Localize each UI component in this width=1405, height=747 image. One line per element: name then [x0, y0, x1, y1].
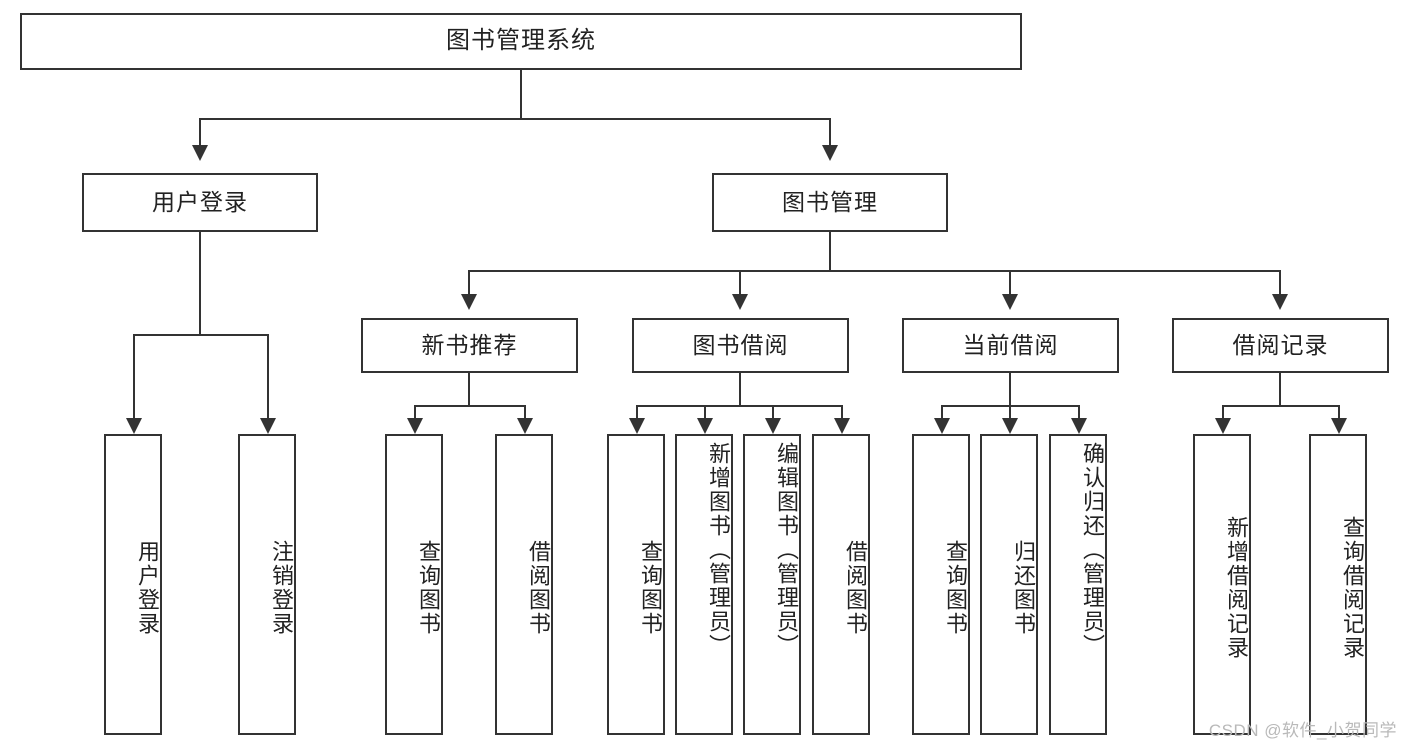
- edge-bb-to-leaf-4: [841, 405, 843, 421]
- node-current-borrow[interactable]: 当前借阅: [902, 318, 1119, 373]
- node-leaf-query-book-recommend[interactable]: 查询图书: [385, 434, 443, 735]
- node-label: 借阅记录: [1232, 331, 1329, 358]
- edge-cb-to-leaf-3: [1078, 405, 1080, 421]
- edge-nbr-to-leaf-1: [414, 405, 416, 421]
- arrow-user-login-to-leaf-2: [260, 418, 276, 434]
- node-label: 图书管理: [782, 188, 878, 215]
- node-book-borrow[interactable]: 图书借阅: [632, 318, 849, 373]
- edge-nbr-to-leaf-2: [524, 405, 526, 421]
- node-label: 新增图书（管理员）: [706, 442, 731, 658]
- arrow-nbr-to-leaf-1: [407, 418, 423, 434]
- node-leaf-edit-book[interactable]: 编辑图书（管理员）: [743, 434, 801, 735]
- node-label: 新书推荐: [421, 331, 518, 358]
- arrow-bm-to-borrow-record: [1272, 294, 1288, 310]
- edge-bb-bar: [636, 405, 842, 407]
- node-label: 注销登录: [269, 539, 294, 636]
- node-leaf-borrow-book[interactable]: 借阅图书: [812, 434, 870, 735]
- edge-user-login-to-leaf-1: [133, 334, 135, 420]
- edge-cb-to-leaf-2: [1009, 405, 1011, 421]
- edge-root-bar: [199, 118, 831, 120]
- arrow-cb-to-leaf-2: [1002, 418, 1018, 434]
- edge-bb-to-leaf-3: [772, 405, 774, 421]
- node-new-book-recommend[interactable]: 新书推荐: [361, 318, 578, 373]
- node-leaf-query-book-current[interactable]: 查询图书: [912, 434, 970, 735]
- edge-book-management-bar: [468, 270, 1280, 272]
- node-label: 图书借阅: [692, 331, 789, 358]
- node-label: 借阅图书: [526, 539, 551, 636]
- edge-cb-stem: [1009, 373, 1011, 407]
- arrow-bb-to-leaf-4: [834, 418, 850, 434]
- node-leaf-user-login[interactable]: 用户登录: [104, 434, 162, 735]
- watermark: CSDN @软件_小贺同学: [1208, 721, 1397, 740]
- arrow-cb-to-leaf-3: [1071, 418, 1087, 434]
- node-borrow-record[interactable]: 借阅记录: [1172, 318, 1389, 373]
- arrow-bb-to-leaf-3: [765, 418, 781, 434]
- node-leaf-query-book-borrow[interactable]: 查询图书: [607, 434, 665, 735]
- edge-bb-to-leaf-1: [636, 405, 638, 421]
- node-label: 查询图书: [638, 539, 663, 636]
- node-leaf-add-book[interactable]: 新增图书（管理员）: [675, 434, 733, 735]
- edge-root-stem: [520, 70, 522, 119]
- node-leaf-borrow-book-recommend[interactable]: 借阅图书: [495, 434, 553, 735]
- edge-user-login-to-leaf-2: [267, 334, 269, 420]
- node-label: 查询借阅记录: [1340, 515, 1365, 660]
- node-label: 用户登录: [135, 539, 160, 636]
- edge-br-to-leaf-1: [1222, 405, 1224, 421]
- arrow-user-login-to-leaf-1: [126, 418, 142, 434]
- node-label: 新增借阅记录: [1224, 515, 1249, 660]
- node-label: 归还图书: [1011, 539, 1036, 636]
- node-label: 确认归还（管理员）: [1080, 442, 1105, 658]
- edge-user-login-bar: [133, 334, 267, 336]
- edge-bm-to-new-book-recommend: [468, 270, 470, 296]
- edge-root-to-user-login: [199, 118, 201, 147]
- edge-nbr-stem: [468, 373, 470, 407]
- node-leaf-query-borrow-record[interactable]: 查询借阅记录: [1309, 434, 1367, 735]
- arrow-br-to-leaf-2: [1331, 418, 1347, 434]
- edge-bm-to-book-borrow: [739, 270, 741, 296]
- edge-nbr-bar: [414, 405, 524, 407]
- node-label: 当前借阅: [962, 331, 1059, 358]
- arrow-bm-to-new-book-recommend: [461, 294, 477, 310]
- edge-root-to-book-management: [829, 118, 831, 147]
- edge-bb-to-leaf-2: [704, 405, 706, 421]
- node-label: 查询图书: [416, 539, 441, 636]
- edge-bb-stem: [739, 373, 741, 407]
- arrow-bm-to-book-borrow: [732, 294, 748, 310]
- arrow-br-to-leaf-1: [1215, 418, 1231, 434]
- node-book-management[interactable]: 图书管理: [712, 173, 948, 232]
- node-leaf-return-book[interactable]: 归还图书: [980, 434, 1038, 735]
- arrow-bm-to-current-borrow: [1002, 294, 1018, 310]
- edge-cb-to-leaf-1: [941, 405, 943, 421]
- edge-br-to-leaf-2: [1338, 405, 1340, 421]
- arrow-root-to-user-login: [192, 145, 208, 161]
- node-leaf-logout-login[interactable]: 注销登录: [238, 434, 296, 735]
- node-label: 用户登录: [152, 188, 248, 215]
- arrow-cb-to-leaf-1: [934, 418, 950, 434]
- arrow-bb-to-leaf-2: [697, 418, 713, 434]
- node-leaf-confirm-return[interactable]: 确认归还（管理员）: [1049, 434, 1107, 735]
- edge-br-bar: [1222, 405, 1338, 407]
- node-label: 查询图书: [943, 539, 968, 636]
- node-label: 图书管理系统: [446, 27, 596, 55]
- arrow-root-to-book-management: [822, 145, 838, 161]
- edge-bm-to-borrow-record: [1279, 270, 1281, 296]
- arrow-nbr-to-leaf-2: [517, 418, 533, 434]
- edge-user-login-stem: [199, 232, 201, 336]
- node-root-book-management-system[interactable]: 图书管理系统: [20, 13, 1022, 70]
- edge-bm-to-current-borrow: [1009, 270, 1011, 296]
- node-user-login[interactable]: 用户登录: [82, 173, 318, 232]
- node-label: 借阅图书: [843, 539, 868, 636]
- node-leaf-add-borrow-record[interactable]: 新增借阅记录: [1193, 434, 1251, 735]
- edge-br-stem: [1279, 373, 1281, 407]
- node-label: 编辑图书（管理员）: [774, 442, 799, 658]
- edge-book-management-stem: [829, 232, 831, 271]
- arrow-bb-to-leaf-1: [629, 418, 645, 434]
